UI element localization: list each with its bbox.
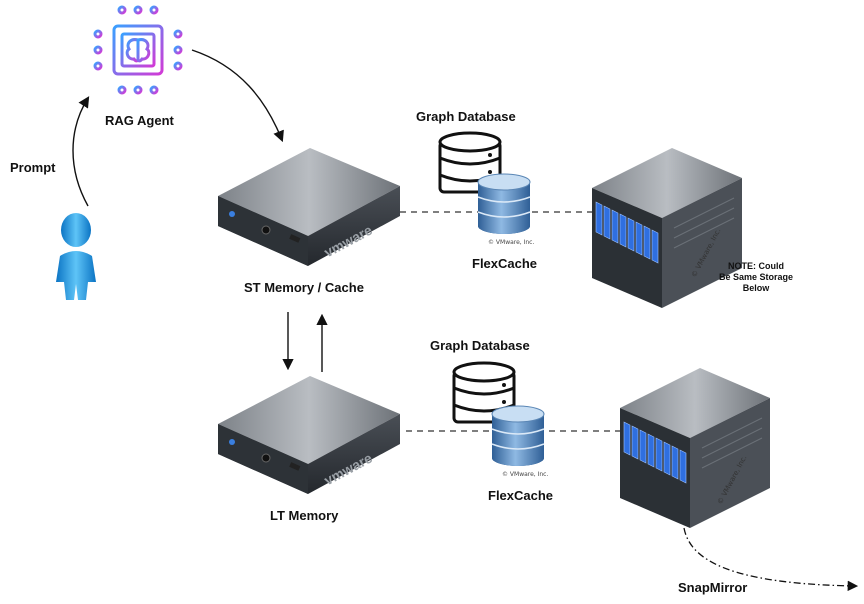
ai-chip-icon	[93, 5, 183, 95]
flexcache-top-copyright: © VMware, Inc.	[488, 239, 535, 246]
snapmirror-arrow	[683, 527, 859, 592]
lt-memory-label: LT Memory	[270, 508, 339, 523]
flexcache-top-icon	[477, 173, 531, 235]
st-memory-server-icon	[217, 147, 401, 267]
lt-memory-server-icon	[217, 375, 401, 495]
prompt-arrow	[72, 96, 90, 207]
graph-database-bottom-label: Graph Database	[430, 338, 530, 353]
rag-agent-label: RAG Agent	[105, 113, 174, 128]
flexcache-top-label: FlexCache	[472, 256, 538, 271]
snapmirror-label: SnapMirror	[678, 580, 748, 595]
user-icon	[56, 213, 96, 300]
flexcache-bottom-copyright: © VMware, Inc.	[502, 471, 549, 478]
st-memory-label: ST Memory / Cache	[244, 280, 364, 295]
flexcache-bottom-icon	[491, 405, 545, 467]
storage-array-bottom-icon	[619, 367, 771, 529]
agent-to-st-arrow	[191, 49, 284, 143]
storage-note: NOTE: Could Be Same Storage Below	[718, 261, 794, 293]
prompt-label: Prompt	[10, 160, 56, 175]
graph-database-top-label: Graph Database	[416, 109, 516, 124]
flexcache-bottom-label: FlexCache	[488, 488, 554, 503]
